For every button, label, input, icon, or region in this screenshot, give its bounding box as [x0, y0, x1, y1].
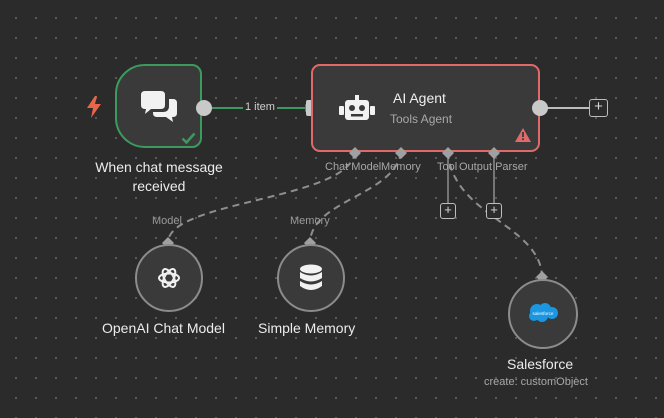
agent-subtitle: Tools Agent [390, 112, 453, 126]
model-port-label: Model [152, 215, 182, 227]
checkmark-icon [181, 131, 196, 149]
lightning-bolt-icon [86, 96, 102, 123]
add-tool-button[interactable]: + [440, 203, 456, 219]
chat-trigger-node[interactable] [115, 64, 202, 148]
connection-item-count: 1 item [243, 101, 277, 113]
chat-model-dashed-wire [167, 151, 356, 243]
chat-bubbles-icon [139, 91, 179, 128]
salesforce-node-sublabel: create: customObject [484, 376, 588, 388]
trigger-node-label: When chat message received [95, 159, 223, 194]
tool-port[interactable] [442, 146, 454, 164]
agent-output-port[interactable] [532, 100, 548, 116]
port-label-output-parser: Output Parser [459, 161, 528, 173]
port-label-chat-model: Chat Model [325, 161, 382, 173]
chat-model-port[interactable] [349, 146, 361, 164]
output-parser-port[interactable] [488, 146, 500, 164]
agent-title: AI Agent [393, 90, 446, 106]
database-icon [299, 264, 323, 297]
memory-node-label: Simple Memory [258, 320, 356, 336]
robot-icon [339, 94, 375, 127]
memory-input-label: Memory [290, 215, 330, 227]
svg-text:salesforce: salesforce [533, 311, 554, 316]
port-label-tool: Tool [437, 161, 458, 173]
salesforce-node-label: Salesforce [507, 356, 574, 372]
openai-node-label: OpenAI Chat Model [102, 320, 225, 336]
add-next-node-button[interactable]: + [589, 99, 608, 117]
openai-logo-icon [156, 265, 182, 296]
openai-chat-model-node[interactable] [135, 244, 203, 312]
port-label-memory: Memory [381, 161, 421, 173]
memory-port[interactable] [395, 146, 407, 164]
salesforce-logo-icon: salesforce [527, 302, 559, 329]
trigger-output-port[interactable] [196, 100, 212, 116]
add-output-parser-button[interactable]: + [486, 203, 502, 219]
memory-dashed-wire [309, 151, 402, 243]
warning-icon [515, 128, 531, 147]
